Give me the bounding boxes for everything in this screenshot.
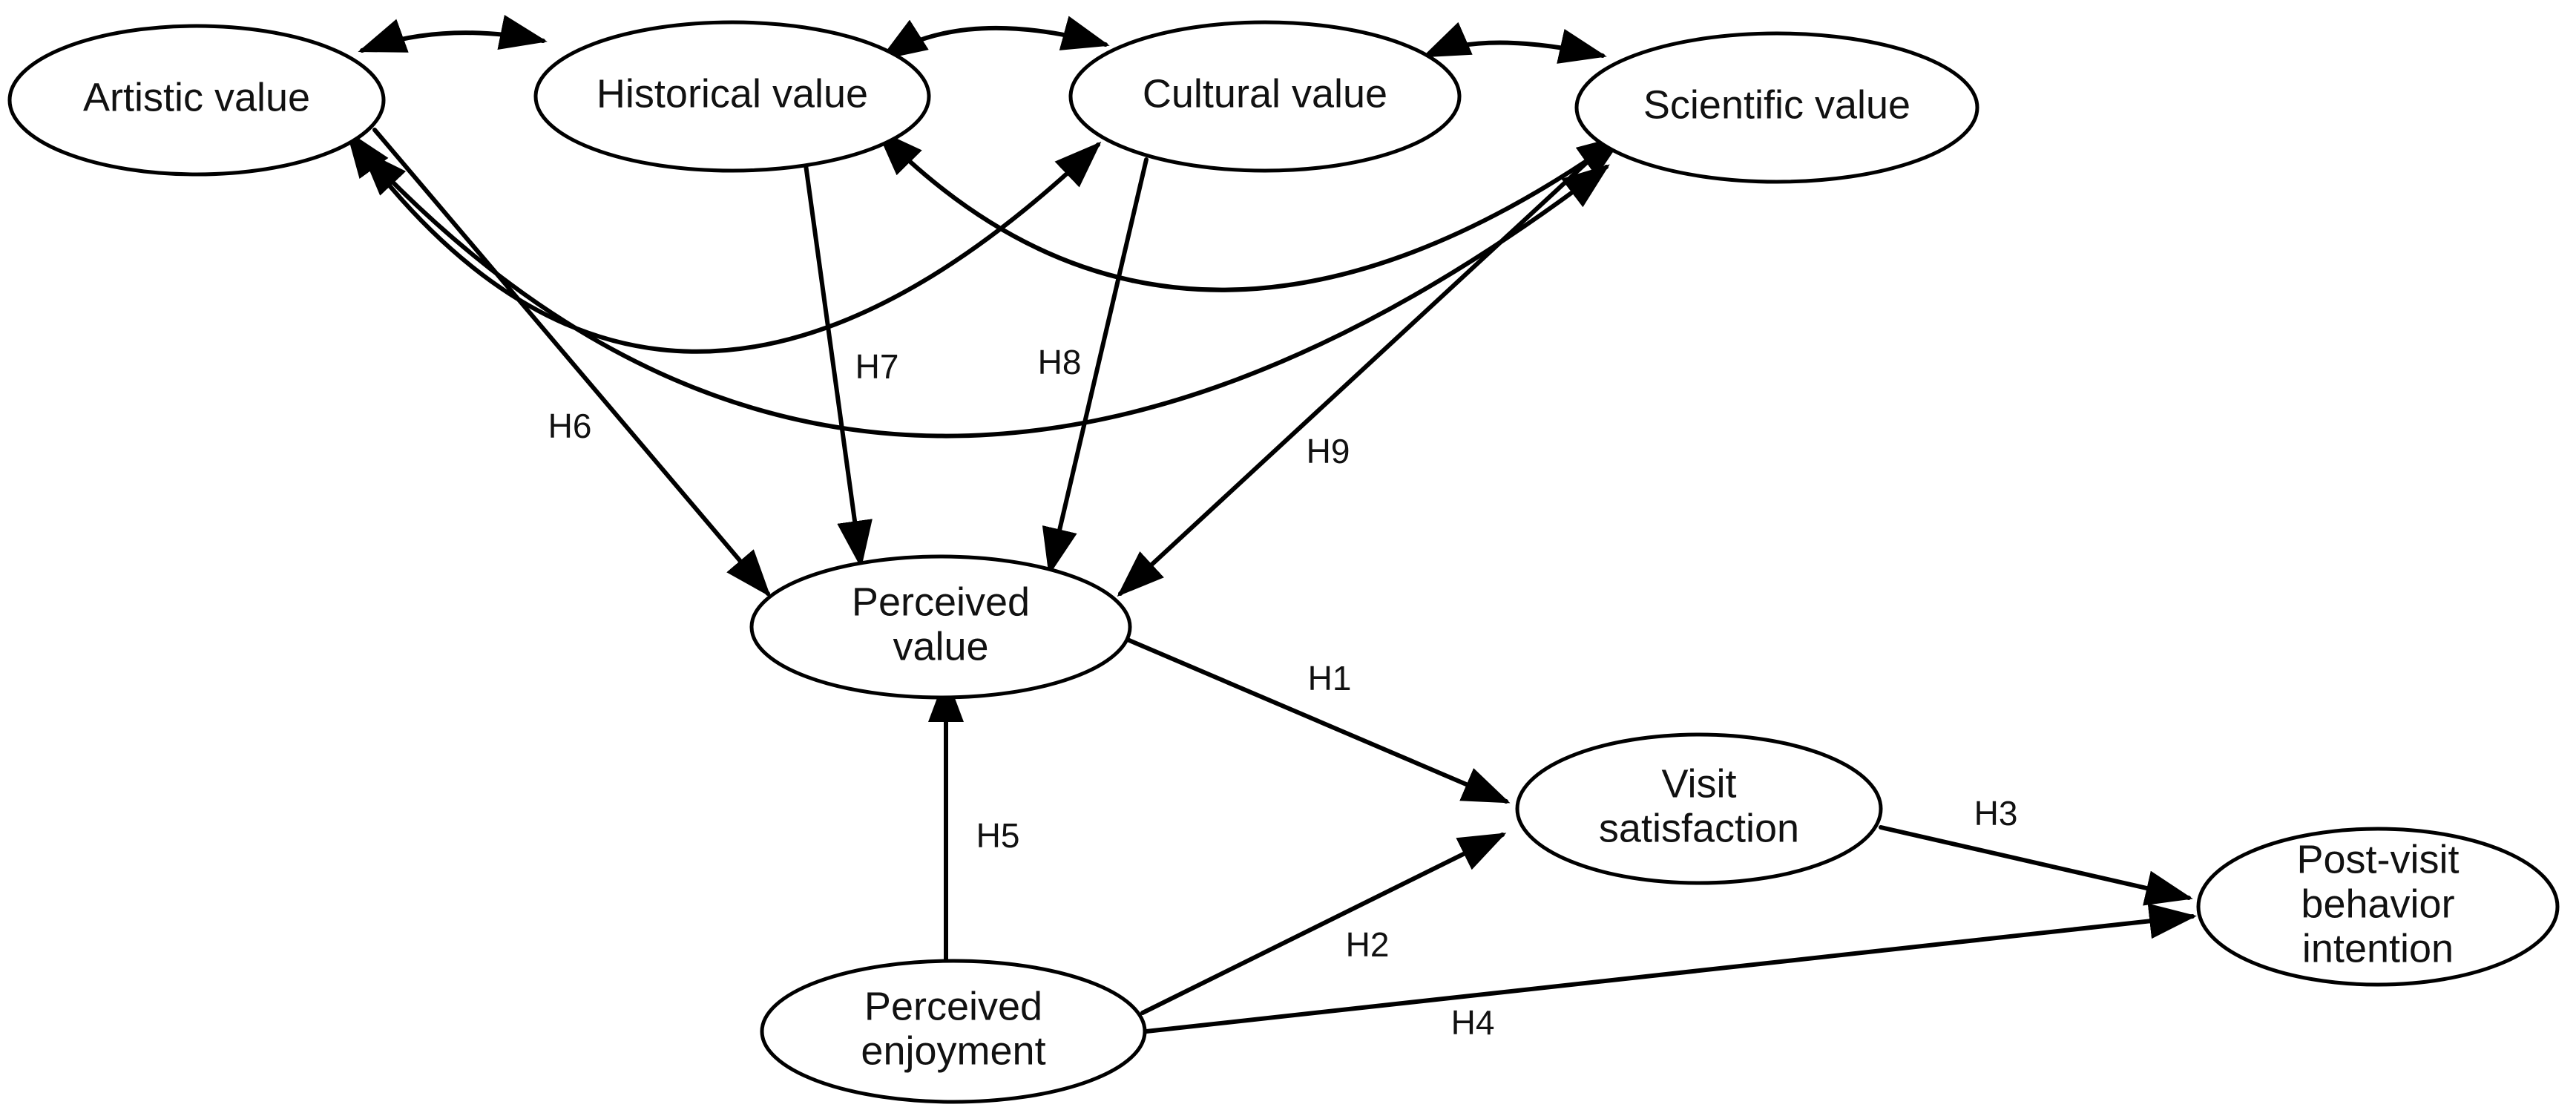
node-historical-value: Historical value (533, 20, 931, 173)
node-post-visit-behavior-intention: Post-visit behavior intention (2196, 827, 2560, 987)
correlation-artistic-cultural (346, 130, 1102, 354)
label-h3: H3 (1974, 794, 2018, 833)
path-h6-artistic-to-perceived-value (372, 128, 771, 597)
correlation-artistic-historical (358, 15, 548, 53)
node-artistic-value: Artistic value (7, 24, 386, 177)
path-h7-historical-to-perceived-value (803, 157, 873, 568)
node-label: Visit (1661, 761, 1736, 806)
correlation-historical-scientific (875, 128, 1625, 292)
node-label: Perceived (864, 984, 1042, 1028)
label-h1: H1 (1308, 659, 1352, 697)
node-label: Post-visit (2296, 837, 2459, 881)
node-scientific-value: Scientific value (1574, 31, 1979, 184)
node-label: satisfaction (1599, 806, 1799, 850)
node-label: enjoyment (861, 1028, 1045, 1073)
node-label: behavior (2301, 881, 2454, 926)
path-h9-scientific-to-perceived-value (1117, 139, 1612, 597)
node-label: Historical value (597, 71, 868, 116)
path-h3-visit-satisfaction-to-post-visit (1879, 825, 2193, 906)
path-h8-cultural-to-perceived-value (1042, 157, 1149, 576)
node-visit-satisfaction: Visit satisfaction (1515, 732, 1883, 885)
path-h2-perceived-enjoyment-to-visit-satisfaction (1140, 833, 1507, 1015)
node-label: Artistic value (83, 75, 310, 119)
correlation-artistic-scientific (360, 148, 1610, 439)
correlation-historical-cultural (878, 16, 1110, 61)
node-label: Scientific value (1643, 82, 1910, 127)
node-cultural-value: Cultural value (1068, 20, 1462, 173)
path-h1-perceived-value-to-visit-satisfaction (1122, 636, 1511, 804)
node-label: value (893, 624, 988, 669)
node-perceived-value: Perceived value (749, 554, 1132, 700)
label-h7: H7 (855, 347, 899, 386)
label-h5: H5 (976, 816, 1020, 855)
node-label: Cultural value (1143, 71, 1387, 116)
node-label: Perceived (852, 580, 1030, 624)
correlation-cultural-scientific (1422, 22, 1607, 64)
label-h6: H6 (548, 407, 592, 445)
label-h4: H4 (1451, 1003, 1495, 1042)
label-h2: H2 (1346, 925, 1390, 964)
path-h4-perceived-enjoyment-to-post-visit (1144, 903, 2197, 1034)
label-h9: H9 (1307, 432, 1350, 470)
node-label: intention (2302, 926, 2454, 971)
label-h8: H8 (1038, 343, 1082, 381)
node-perceived-enjoyment: Perceived enjoyment (760, 959, 1147, 1104)
